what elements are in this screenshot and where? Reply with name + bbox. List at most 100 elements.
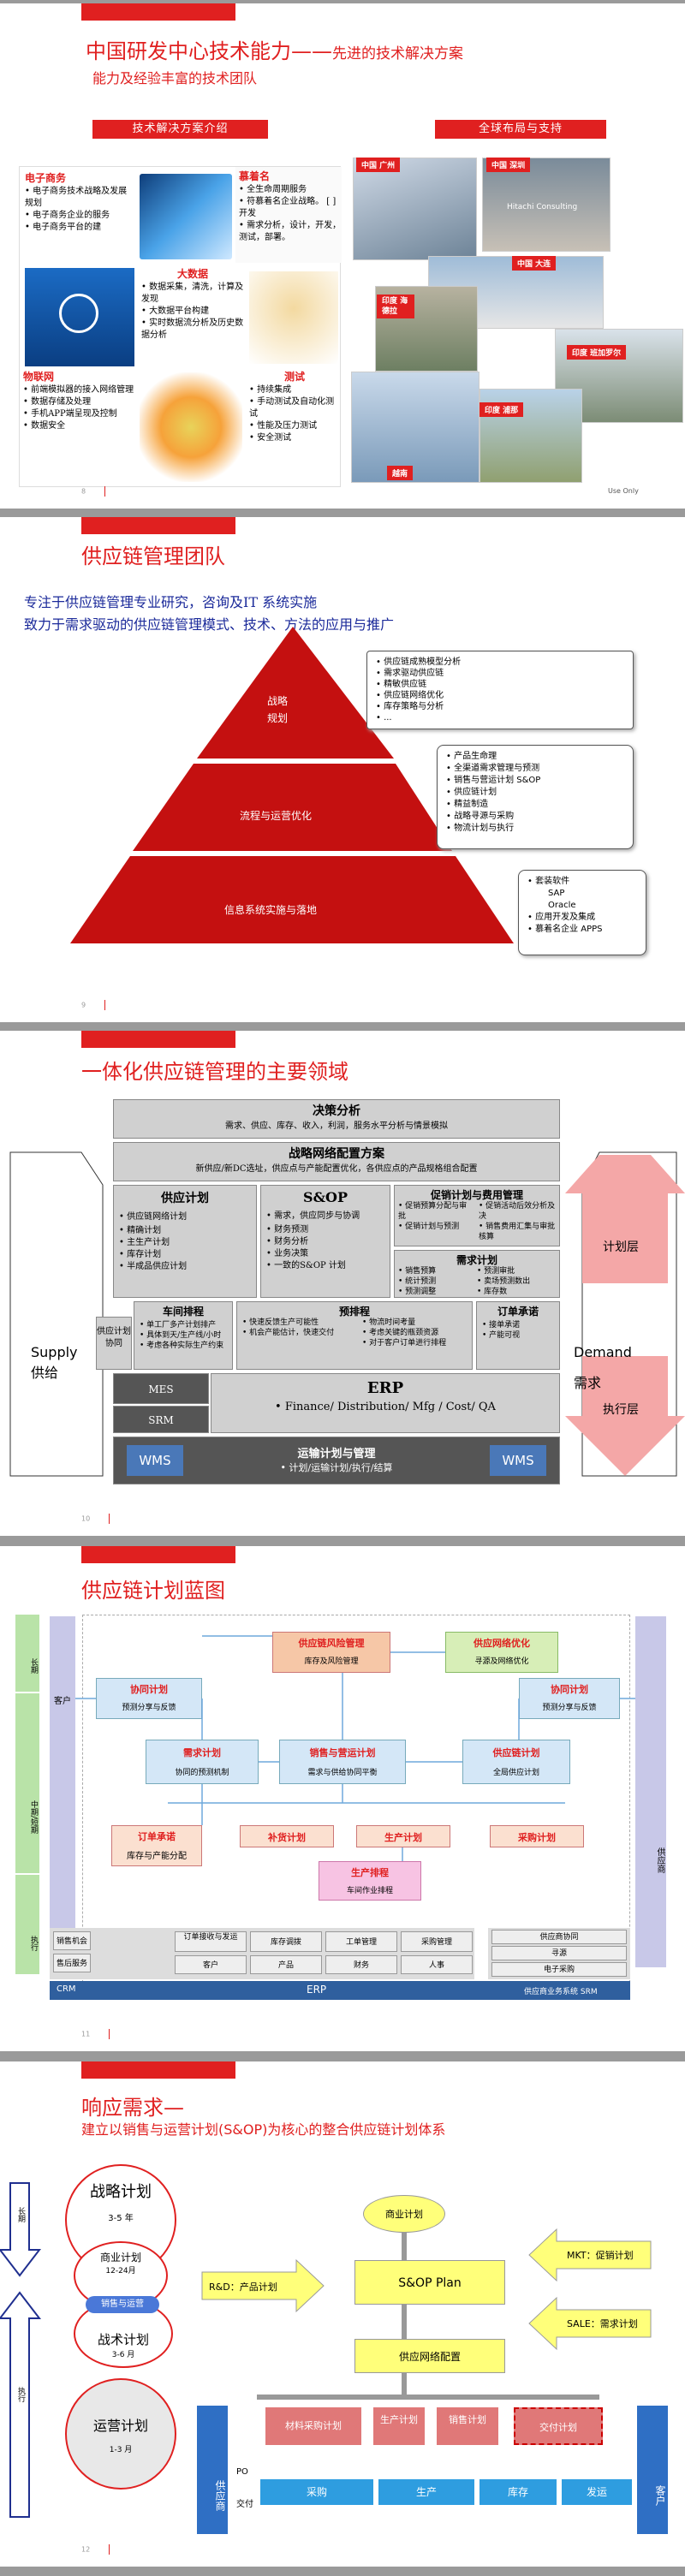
box-line: • 销售费用汇集与审批核算 [479, 1223, 556, 1241]
cell-line: • 电子商务平台的建 [25, 223, 102, 232]
box-heading: 战略网络配置方案 [289, 1147, 384, 1161]
node-purchase: 采购计划 [490, 1825, 584, 1847]
pyramid-chart [70, 627, 514, 943]
circle-title: 商业计划 [99, 2252, 141, 2264]
circle-title: 战术计划 [97, 2332, 149, 2347]
slide-title: 响应需求— [81, 2096, 184, 2120]
node-sub: 车间作业排程 [346, 1887, 393, 1895]
photo-vietnam [351, 372, 480, 483]
box-line: • 全渠道需求管理与预测 [446, 764, 540, 773]
rd-label: R&D：产品计划 [209, 2282, 277, 2293]
node-sub: 寻源及网络优化 [474, 1657, 529, 1666]
cell-heading: 物联网 [23, 371, 55, 383]
team-image [249, 271, 338, 364]
cell-heading: 电子商务 [25, 172, 67, 184]
iot-image [140, 372, 242, 482]
office-sign: Hitachi Consulting [507, 203, 578, 211]
slide-title-suffix: 先进的技术解决方案 [332, 45, 463, 62]
transport-box: 运输计划与管理 • 计划/运输计划/执行/结算 [113, 1437, 560, 1484]
node-replenish: 补货计划 [240, 1825, 334, 1847]
node-sub: 库存与产能分配 [127, 1852, 187, 1861]
box-heading: 促销计划与费用管理 [430, 1189, 523, 1201]
pyramid-level-strategy [197, 627, 394, 759]
erp-box: ERP • Finance/ Distribution/ Mfg / Cost/… [211, 1373, 560, 1433]
level-label-planning: 规划 [267, 712, 289, 724]
supplier-bar: 供应商 [197, 2406, 228, 2534]
crm-area: 销售机会 售后服务 [50, 1928, 123, 1979]
box-line: • 战略寻源与采购 [446, 812, 515, 821]
srm-item: 供应商协同 [491, 1930, 627, 1944]
plan-material: 材料采购计划 [265, 2407, 361, 2445]
box-line: • 促销预算分配与审批 [398, 1202, 468, 1221]
node-title: 订单承诺 [138, 1831, 176, 1842]
vertical-arrows [0, 2182, 42, 2518]
solution-grid: 电子商务 • 电子商务技术战略及发展规划 • 电子商务企业的服务 • 电子商务平… [19, 166, 342, 487]
box-line: • 促销活动后效分析及决 [479, 1202, 556, 1221]
pre-schedule: 预排程 • 快速反馈生产可能性 • 机会产能估计，快速交付 • 物流时间考量 •… [236, 1301, 473, 1370]
node-sub: 预测分享与反馈 [122, 1704, 176, 1712]
box-text: • Finance/ Distribution/ Mfg / Cost/ QA [275, 1401, 496, 1413]
ecommerce-image [140, 174, 232, 259]
box-line: • 精敏供应链 [376, 680, 427, 689]
node-title: 需求计划 [183, 1747, 221, 1758]
sop-plan-box: S&OP Plan [354, 2260, 505, 2305]
cell-line: • 实时数据流分析及历史数据分析 [141, 318, 244, 340]
flow-diagram [201, 2228, 652, 2400]
cloud-icon [59, 294, 98, 333]
cell-famous: 慕着名 • 全生命周期服务 • 符慕着名企业战略。 [ ] 开发 • 需求分析，… [239, 170, 342, 244]
box-line: • 慕着名企业 APPS [527, 925, 603, 934]
process-box: • 产品生命理 • 全渠道需求管理与预测 • 销售与营运计划 S&OP • 供应… [437, 745, 634, 849]
slide-title: 一体化供应链管理的主要领域 [81, 1060, 348, 1084]
cell-line: • 电子商务企业的服务 [25, 211, 110, 220]
photo-india-blr [555, 329, 683, 423]
network-config-box: 供应网络配置 [354, 2339, 505, 2373]
circle-sub: 3-5 年 [108, 2214, 134, 2223]
customer-bar: 客户 [637, 2406, 668, 2534]
photo-tag: 越南 [387, 466, 414, 480]
plan-delivery: 交付计划 [514, 2407, 603, 2445]
node-sop: 销售与营运计划 需求与供给协同平衡 [279, 1740, 406, 1784]
box-text: 新供应/新DC选址，供应点与产能配置优化，各供应点的产品规格组合配置 [195, 1164, 478, 1174]
box-line: • 库存数 [477, 1288, 508, 1296]
circle-sub: 3-6 月 [111, 2351, 135, 2359]
box-heading: 运输计划与管理 [297, 1448, 376, 1461]
box-line: • 销售与营运计划 S&OP [446, 776, 541, 785]
srm-box: SRM [113, 1406, 209, 1433]
erp-item: 人事 [401, 1955, 473, 1974]
box-line: • 产能可视 [482, 1331, 521, 1340]
cell-line: • 全生命周期服务 [239, 185, 307, 194]
box-line: • 一致的S&OP 计划 [266, 1261, 346, 1270]
box-line: • 库存计划 [119, 1250, 162, 1259]
long-term-arrow [0, 2182, 42, 2277]
box-lines: • 单工厂多产计划排产 • 具体到天/生产线/小时 • 考虑各种实际生产约束 [134, 1318, 232, 1353]
box-line: • 半成品供应计划 [119, 1262, 188, 1271]
srm-area: 供应商协同 寻源 电子采购 [488, 1928, 630, 1979]
box-line: • 预测调整 [398, 1288, 437, 1296]
srm-item: 电子采购 [491, 1962, 627, 1977]
photo-tag: 中国 大连 [512, 256, 557, 271]
node-title: 补货计划 [268, 1832, 306, 1843]
wms-right: WMS [490, 1445, 546, 1476]
promo-right-col: • 促销活动后效分析及决 • 销售费用汇集与审批核算 [475, 1199, 559, 1244]
cell-heading: 慕着名 [239, 170, 271, 182]
node-sub: 库存及风险管理 [304, 1657, 359, 1666]
box-line: • 套装软件 [527, 877, 570, 886]
node-title: 销售与营运计划 [309, 1747, 376, 1758]
slide-blueprint: 供应链计划蓝图 长期 中期/短期 执行 客户 供应商 供应链风险管理 库存及风险… [0, 1546, 685, 2051]
tech-solutions-header: 技术解决方案介绍 [92, 120, 268, 139]
plan-layer-label: 计划层 [603, 1240, 639, 1254]
crm-item-service: 售后服务 [53, 1954, 91, 1972]
erp-item: 产品 [250, 1955, 322, 1974]
promo-box: 促销计划与费用管理 • 促销预算分配与审批 • 促销计划与预测 • 促销活动后效… [394, 1185, 560, 1246]
cell-line: • 安全测试 [249, 433, 292, 443]
photo-tag: 印度 班加罗尔 [567, 345, 627, 360]
box-line: • 快速反馈生产可能性 [242, 1318, 319, 1327]
cell-heading: 大数据 [176, 268, 208, 280]
box-line: • 物流计划与执行 [446, 824, 515, 833]
slide-title: 供应链管理团队 [81, 544, 225, 568]
level-label-system: 信息系统实施与落地 [224, 904, 318, 916]
erp-item: 工单管理 [325, 1931, 397, 1952]
circle-operational: 运营计划 1-3 月 [65, 2378, 176, 2490]
po-label: PO [236, 2467, 248, 2477]
box-line: • 具体到天/生产线/小时 [140, 1331, 222, 1340]
